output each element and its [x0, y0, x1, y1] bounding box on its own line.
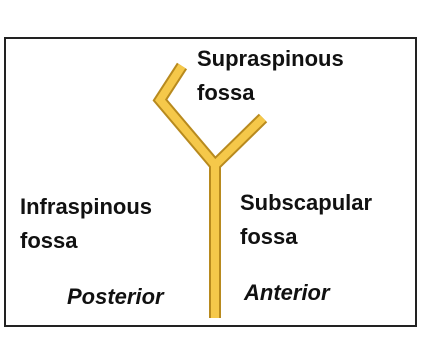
scapula-outline — [152, 62, 268, 318]
subscapular-label-line2: fossa — [240, 224, 298, 249]
infraspinous-label-line1: Infraspinous — [20, 194, 153, 219]
subscapular-label-line1: Subscapular — [240, 190, 373, 215]
anterior-label: Anterior — [244, 280, 330, 305]
posterior-label: Posterior — [67, 284, 164, 309]
infraspinous-label-line2: fossa — [20, 228, 78, 253]
supraspinous-label-line2: fossa — [197, 80, 255, 105]
supraspinous-label-line1: Supraspinous — [197, 46, 344, 71]
